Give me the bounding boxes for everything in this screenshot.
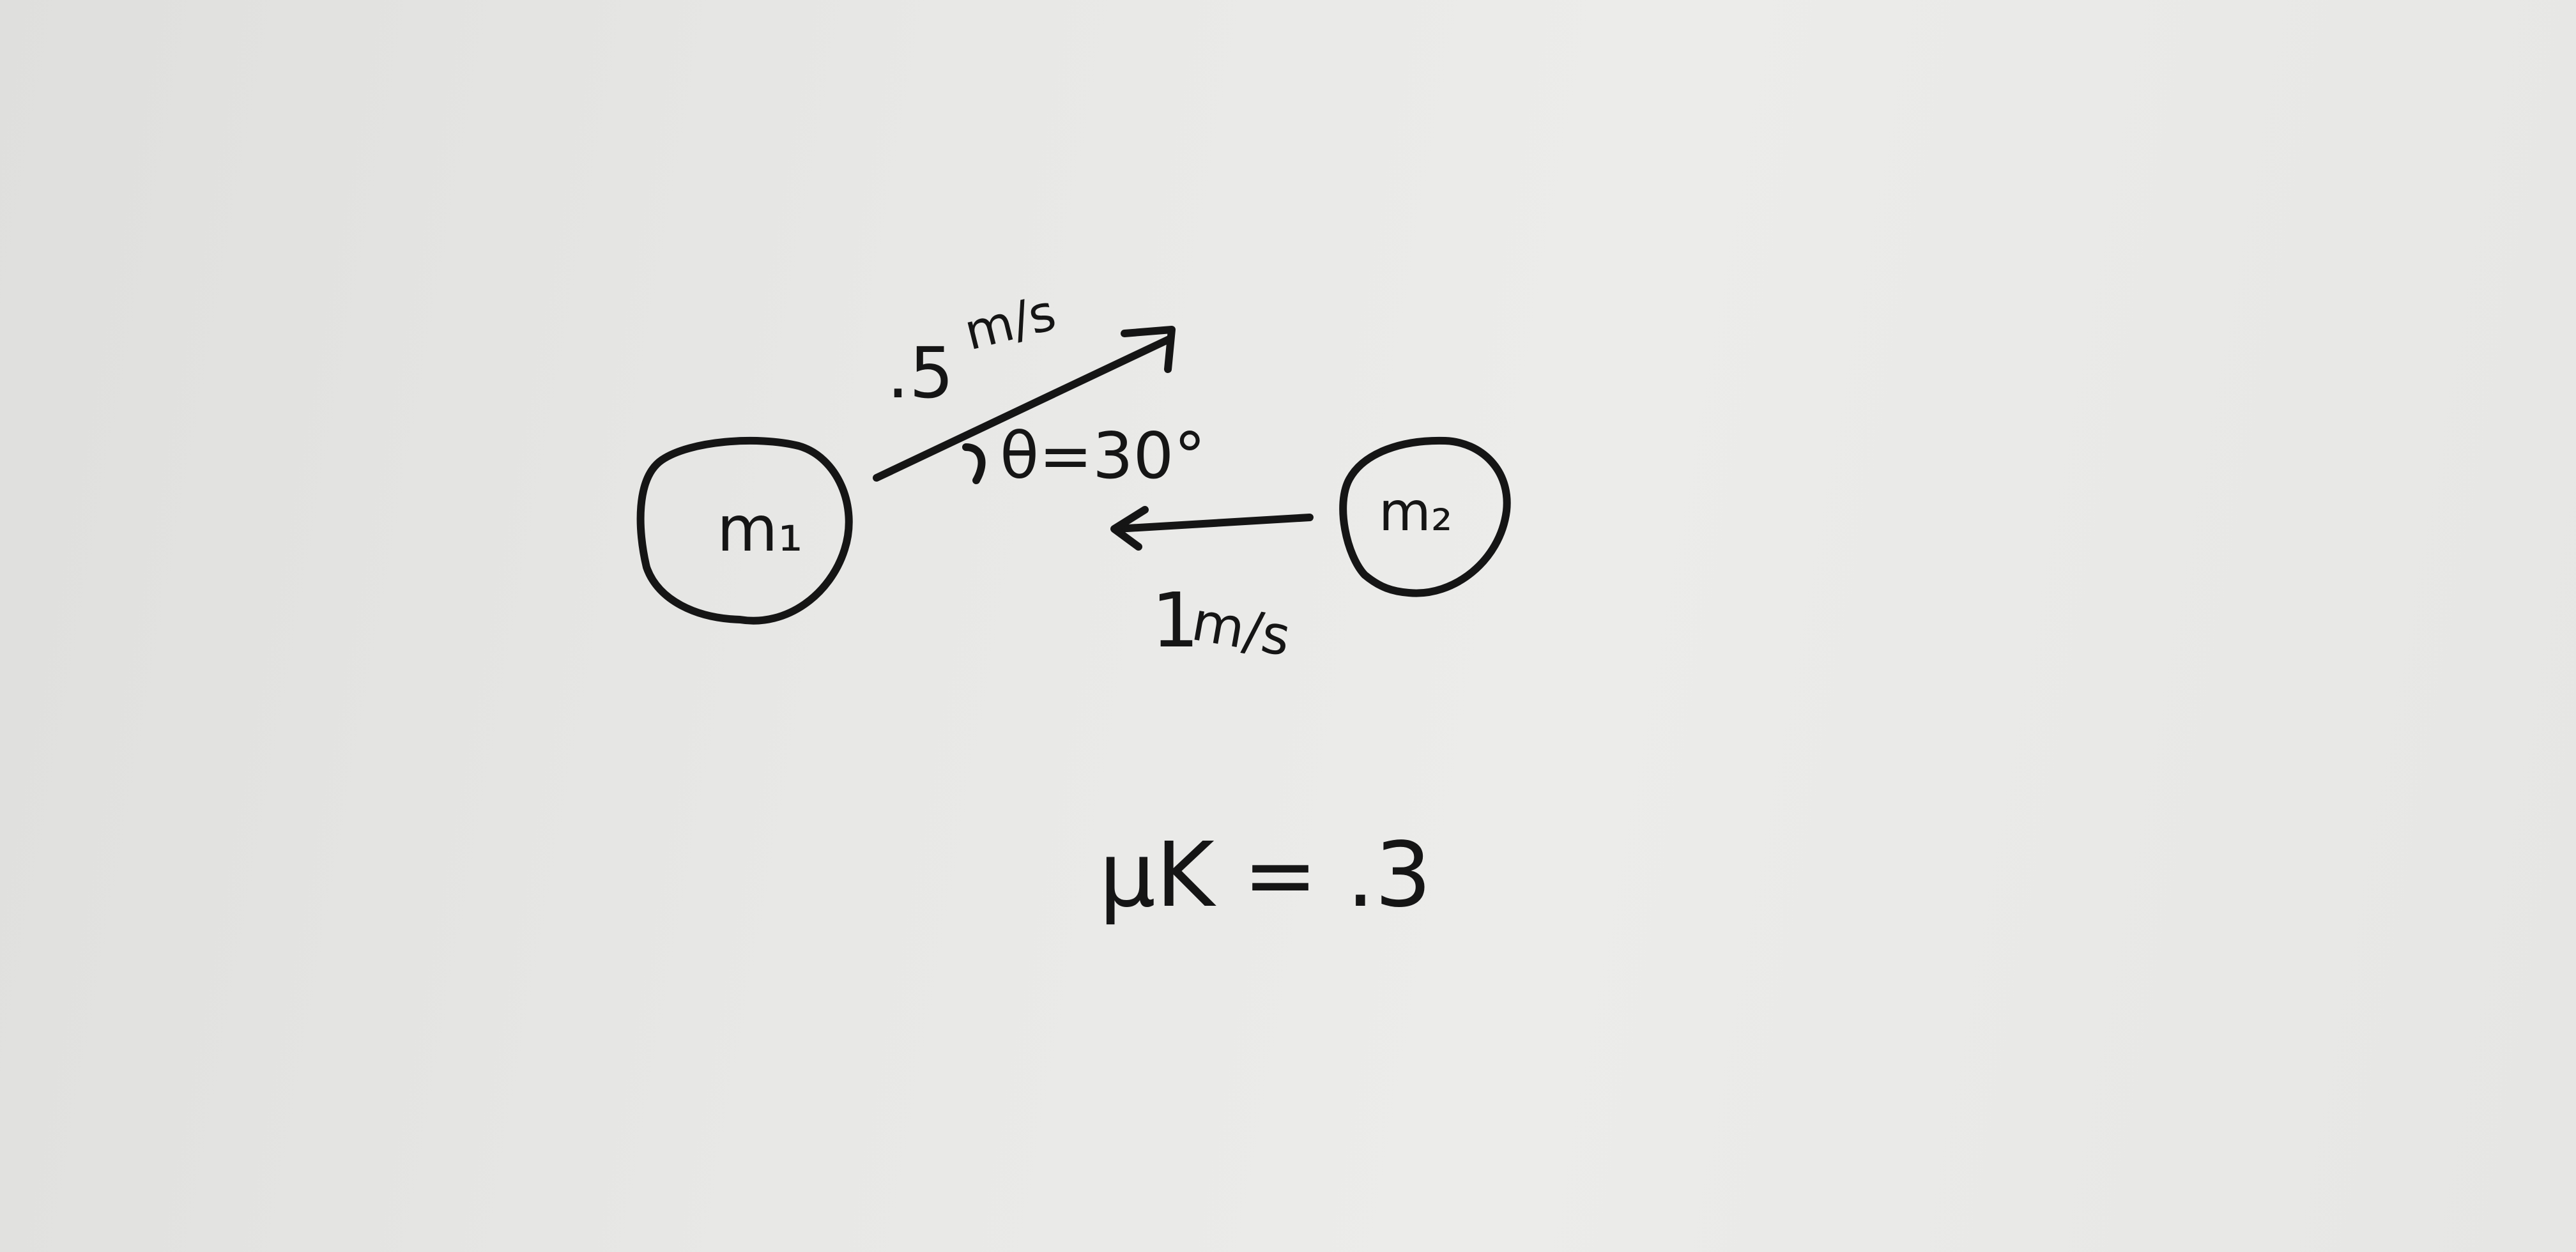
mass-1-outline [636, 436, 853, 625]
angle-arc [962, 443, 986, 484]
mass-2-speed-unit: m/s [1188, 590, 1296, 668]
mass-2: m₂ [1339, 436, 1511, 597]
mass-2-speed-label: 1 [1151, 576, 1199, 664]
mass-2-outline [1339, 436, 1511, 597]
mass-1-speed-unit: m/s [959, 284, 1061, 362]
mass-1: m₁ [636, 436, 853, 625]
mass-2-velocity-vector: 1 m/s [1110, 506, 1314, 668]
mass-2-velocity-arrowhead [1110, 506, 1149, 551]
mass-1-velocity-arrow [873, 335, 1174, 482]
mass-1-velocity-arrowhead [1121, 326, 1176, 373]
mass-1-speed-label: .5 [887, 332, 954, 414]
mass-2-velocity-arrow [1113, 514, 1314, 533]
mass-1-velocity-vector: .5 m/s θ=30° [873, 284, 1206, 493]
mass-2-label: m₂ [1379, 480, 1453, 543]
mass-1-angle-label: θ=30° [1000, 418, 1206, 493]
kinetic-friction-label: μK = .3 [1099, 823, 1432, 928]
mass-1-label: m₁ [717, 493, 803, 566]
